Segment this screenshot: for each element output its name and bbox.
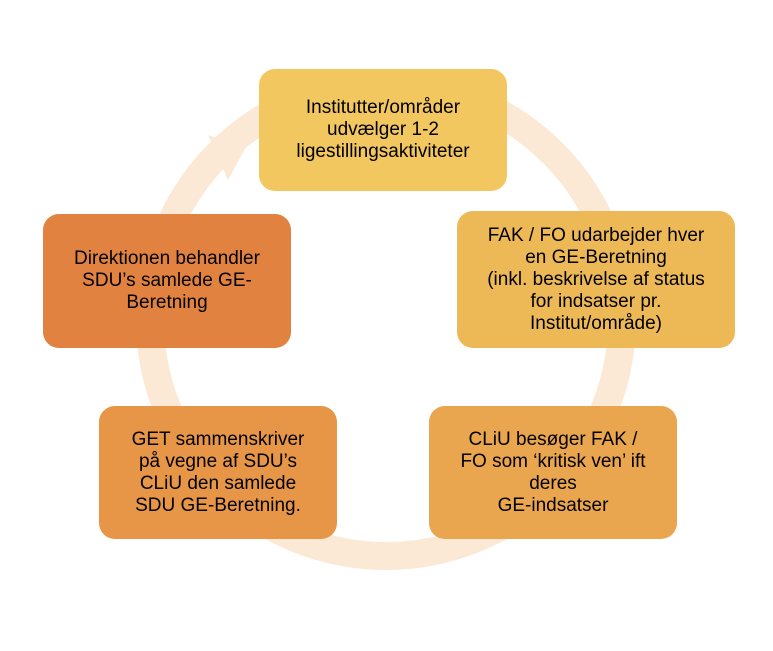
step-node-compile-report: GET sammenskriver på vegne af SDU’s CLiU… [99, 406, 337, 539]
step-node-critical-friend-visit: CLiU besøger FAK / FO som ‘kritisk ven’ … [429, 406, 677, 539]
step-node-ge-report: FAK / FO udarbejder hver en GE-Beretning… [457, 211, 735, 348]
cycle-ring-arrowhead [208, 135, 246, 180]
step-node-select-activities: Institutter/områder udvælger 1-2 ligesti… [259, 69, 507, 191]
step-node-management-review: Direktionen behandler SDU’s samlede GE- … [43, 214, 291, 348]
